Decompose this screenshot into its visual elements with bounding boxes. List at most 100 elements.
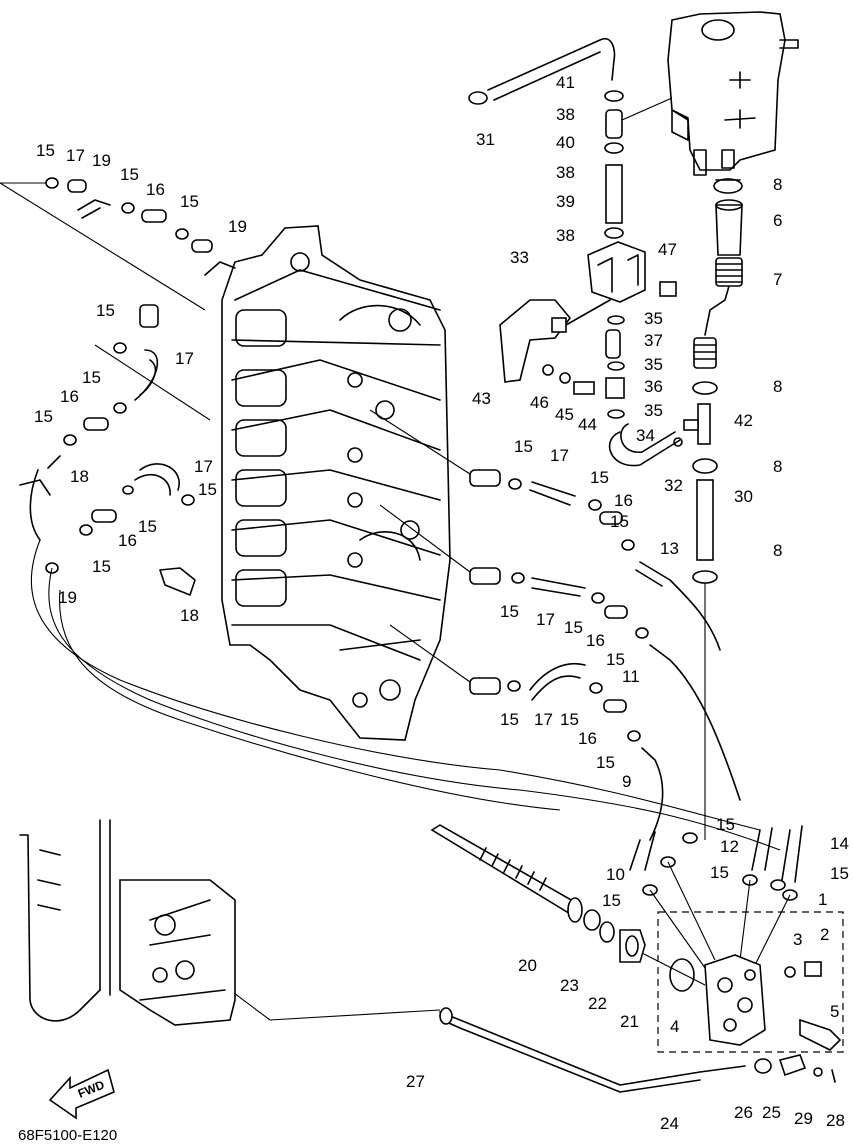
callout-1: 1 bbox=[818, 890, 827, 909]
callout-15: 15 bbox=[514, 437, 533, 456]
callout-20: 20 bbox=[518, 956, 537, 975]
callout-15: 15 bbox=[590, 468, 609, 487]
callout-15: 15 bbox=[120, 165, 139, 184]
callout-15: 15 bbox=[96, 301, 115, 320]
callout-15: 15 bbox=[830, 864, 849, 883]
callout-11: 11 bbox=[622, 667, 640, 686]
upper-hose-stack bbox=[468, 37, 673, 239]
callout-24: 24 bbox=[660, 1114, 679, 1133]
callout-38: 38 bbox=[556, 105, 575, 124]
callout-16: 16 bbox=[578, 729, 597, 748]
callout-26: 26 bbox=[734, 1103, 753, 1122]
callout-19: 19 bbox=[228, 217, 247, 236]
callout-23: 23 bbox=[560, 976, 579, 995]
callout-30: 30 bbox=[734, 487, 753, 506]
lower-engine-inset bbox=[19, 819, 236, 1026]
callout-35: 35 bbox=[644, 401, 663, 420]
callout-17: 17 bbox=[66, 146, 85, 165]
tank-outlet-parts bbox=[683, 178, 743, 840]
callout-5: 5 bbox=[830, 1002, 839, 1021]
callout-2: 2 bbox=[820, 925, 829, 944]
callout-15: 15 bbox=[564, 618, 583, 637]
callout-15: 15 bbox=[34, 407, 53, 426]
pump-drive-shaft bbox=[430, 824, 646, 963]
callout-40: 40 bbox=[556, 133, 575, 152]
callout-13: 13 bbox=[660, 539, 679, 558]
callout-8: 8 bbox=[773, 175, 782, 194]
check-valve-parts bbox=[542, 315, 683, 467]
callout-22: 22 bbox=[588, 994, 607, 1013]
callout-46: 46 bbox=[530, 393, 549, 412]
callout-44: 44 bbox=[578, 415, 597, 434]
callout-16: 16 bbox=[60, 387, 79, 406]
callout-15: 15 bbox=[716, 815, 735, 834]
callout-17: 17 bbox=[550, 446, 569, 465]
pump-link-rod bbox=[229, 989, 836, 1093]
callout-37: 37 bbox=[644, 331, 663, 350]
callout-12: 12 bbox=[720, 837, 739, 856]
callout-39: 39 bbox=[556, 192, 575, 211]
callout-9: 9 bbox=[622, 772, 631, 791]
callout-34: 34 bbox=[636, 426, 655, 445]
callout-19: 19 bbox=[58, 588, 77, 607]
callout-3: 3 bbox=[793, 930, 802, 949]
callout-17: 17 bbox=[536, 610, 555, 629]
callout-18: 18 bbox=[180, 606, 199, 625]
callout-15: 15 bbox=[138, 517, 157, 536]
callout-25: 25 bbox=[762, 1103, 781, 1122]
callout-43: 43 bbox=[472, 389, 491, 408]
hose-runs bbox=[0, 177, 741, 841]
callout-15: 15 bbox=[36, 141, 55, 160]
callout-45: 45 bbox=[555, 405, 574, 424]
callout-47: 47 bbox=[658, 240, 677, 259]
callout-19: 19 bbox=[92, 151, 111, 170]
callout-16: 16 bbox=[118, 531, 137, 550]
callout-15: 15 bbox=[610, 512, 629, 531]
callout-15: 15 bbox=[198, 480, 217, 499]
callout-15: 15 bbox=[92, 557, 111, 576]
callout-42: 42 bbox=[734, 411, 753, 430]
callout-32: 32 bbox=[664, 476, 683, 495]
callout-10: 10 bbox=[606, 865, 625, 884]
callout-27: 27 bbox=[406, 1072, 425, 1091]
callout-8: 8 bbox=[773, 541, 782, 560]
callout-14: 14 bbox=[830, 834, 849, 853]
callout-15: 15 bbox=[500, 710, 519, 729]
cylinder-block bbox=[221, 225, 451, 741]
callout-28: 28 bbox=[826, 1111, 845, 1130]
callout-15: 15 bbox=[500, 602, 519, 621]
callout-36: 36 bbox=[644, 377, 663, 396]
callout-8: 8 bbox=[773, 457, 782, 476]
callout-6: 6 bbox=[773, 211, 782, 230]
callout-15: 15 bbox=[606, 650, 625, 669]
callout-15: 15 bbox=[602, 891, 621, 910]
callout-35: 35 bbox=[644, 309, 663, 328]
callout-16: 16 bbox=[614, 491, 633, 510]
callout-35: 35 bbox=[644, 355, 663, 374]
callout-38: 38 bbox=[556, 163, 575, 182]
callout-15: 15 bbox=[82, 368, 101, 387]
callout-15: 15 bbox=[180, 192, 199, 211]
oil-pump-assembly bbox=[639, 911, 844, 1053]
callout-29: 29 bbox=[794, 1109, 813, 1128]
callout-18: 18 bbox=[70, 467, 89, 486]
callout-41: 41 bbox=[556, 73, 575, 92]
callout-15: 15 bbox=[560, 710, 579, 729]
callout-15: 15 bbox=[596, 753, 615, 772]
oil-solenoid-valve bbox=[499, 241, 677, 383]
callout-16: 16 bbox=[146, 180, 165, 199]
long-oil-lines bbox=[30, 539, 803, 976]
callout-31: 31 bbox=[476, 130, 495, 149]
callout-21: 21 bbox=[620, 1012, 639, 1031]
callout-16: 16 bbox=[586, 631, 605, 650]
callout-33: 33 bbox=[510, 248, 529, 267]
callout-15: 15 bbox=[710, 863, 729, 882]
oil-tank bbox=[667, 11, 799, 176]
callout-38: 38 bbox=[556, 226, 575, 245]
fwd-arrow-icon: FWD bbox=[48, 1068, 115, 1120]
callout-17: 17 bbox=[194, 457, 213, 476]
callout-8: 8 bbox=[773, 377, 782, 396]
callout-7: 7 bbox=[773, 270, 782, 289]
